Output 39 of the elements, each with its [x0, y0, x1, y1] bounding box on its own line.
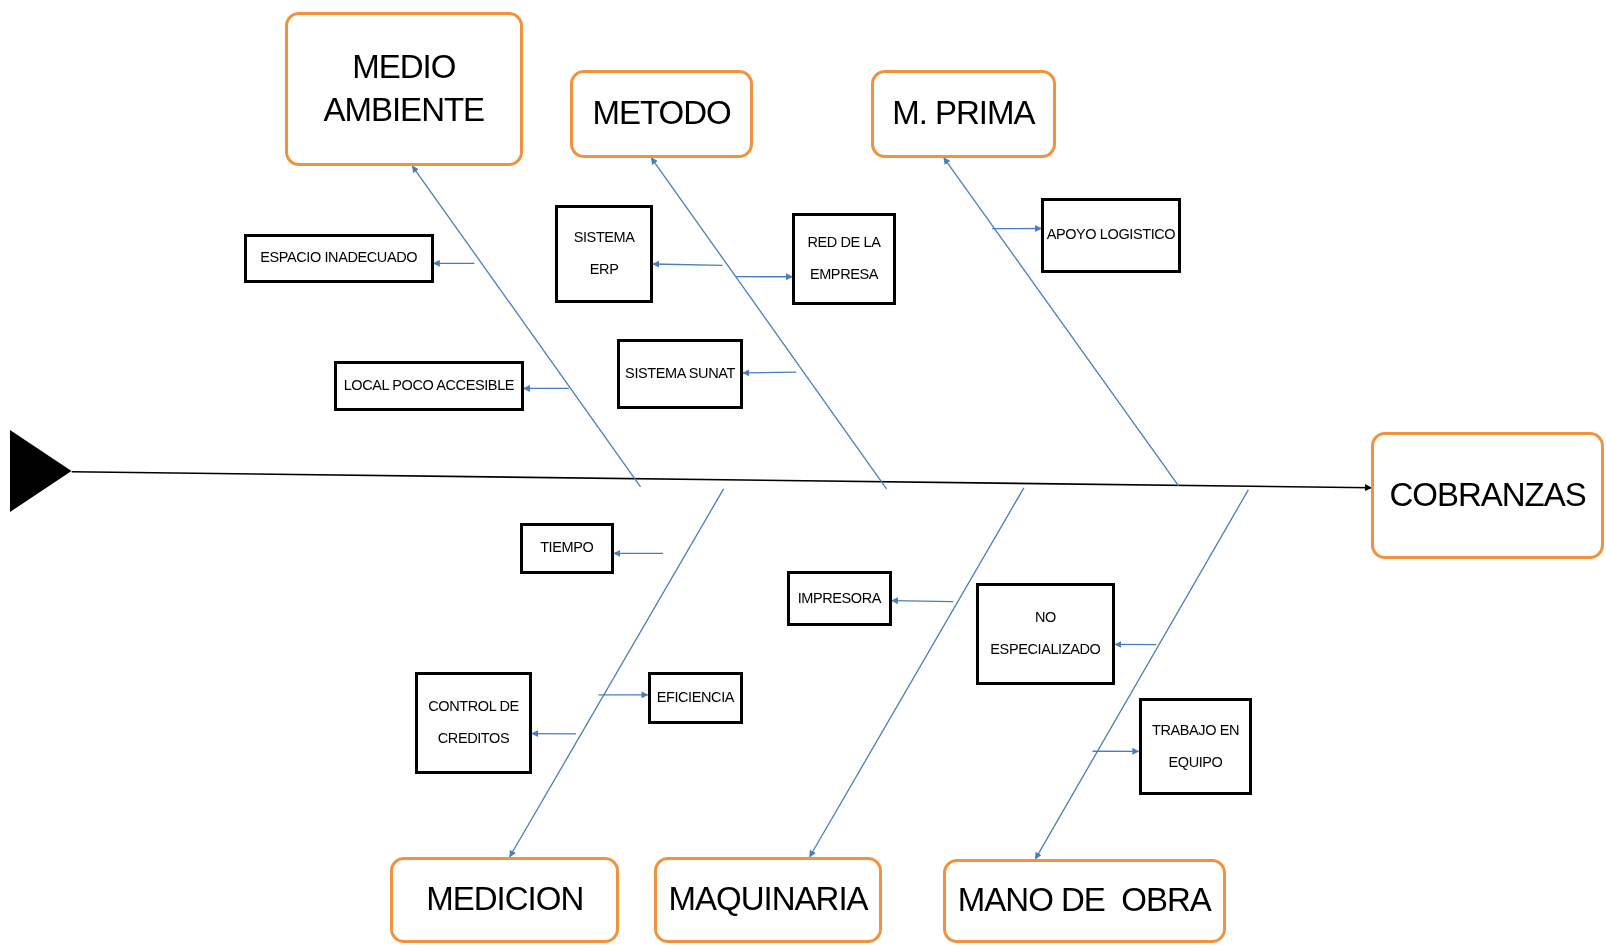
arrow — [735, 273, 793, 281]
arrow — [652, 260, 724, 268]
category-box: MANO DE OBRA — [942, 858, 1226, 943]
arrow — [531, 730, 577, 738]
cause-box: SISTEMA SUNAT — [616, 339, 743, 409]
arrow — [432, 259, 476, 267]
triangle-marker — [10, 430, 72, 513]
arrow — [943, 157, 1180, 487]
arrow — [991, 225, 1042, 232]
arrow — [523, 384, 570, 392]
cause-box: ESPACIO INADECUADO — [243, 233, 434, 283]
cause-box: NO ESPECIALIZADO — [975, 583, 1116, 685]
cause-box: CONTROL DE CREDITOS — [415, 672, 532, 774]
category-box: MAQUINARIA — [653, 856, 883, 943]
category-box: MEDIO AMBIENTE — [284, 12, 523, 166]
cause-box: LOCAL POCO ACCESIBLE — [334, 360, 524, 411]
arrow — [1034, 489, 1249, 860]
category-box: METODO — [569, 69, 754, 158]
cause-box: RED DE LA EMPRESA — [792, 213, 896, 306]
arrow — [890, 597, 954, 605]
cause-box: SISTEMA ERP — [555, 204, 653, 304]
category-box: M. PRIMA — [871, 69, 1056, 158]
cause-box: APOYO LOGISTICO — [1041, 197, 1181, 273]
cause-box: EFICIENCIA — [647, 672, 744, 724]
arrow — [597, 691, 649, 699]
arrow — [650, 157, 888, 490]
arrow — [1091, 747, 1140, 755]
spine-arrow — [70, 471, 1373, 492]
cause-box: TRABAJO EN EQUIPO — [1138, 697, 1253, 796]
arrow — [809, 487, 1025, 858]
arrow — [613, 549, 664, 557]
category-box: COBRANZAS — [1371, 432, 1604, 559]
arrow — [509, 488, 725, 858]
cause-box: IMPRESORA — [787, 570, 892, 627]
arrow — [742, 369, 797, 377]
cause-box: TIEMPO — [519, 522, 614, 574]
arrow — [411, 165, 642, 488]
category-box: MEDICION — [390, 856, 619, 943]
arrow — [1114, 640, 1157, 648]
